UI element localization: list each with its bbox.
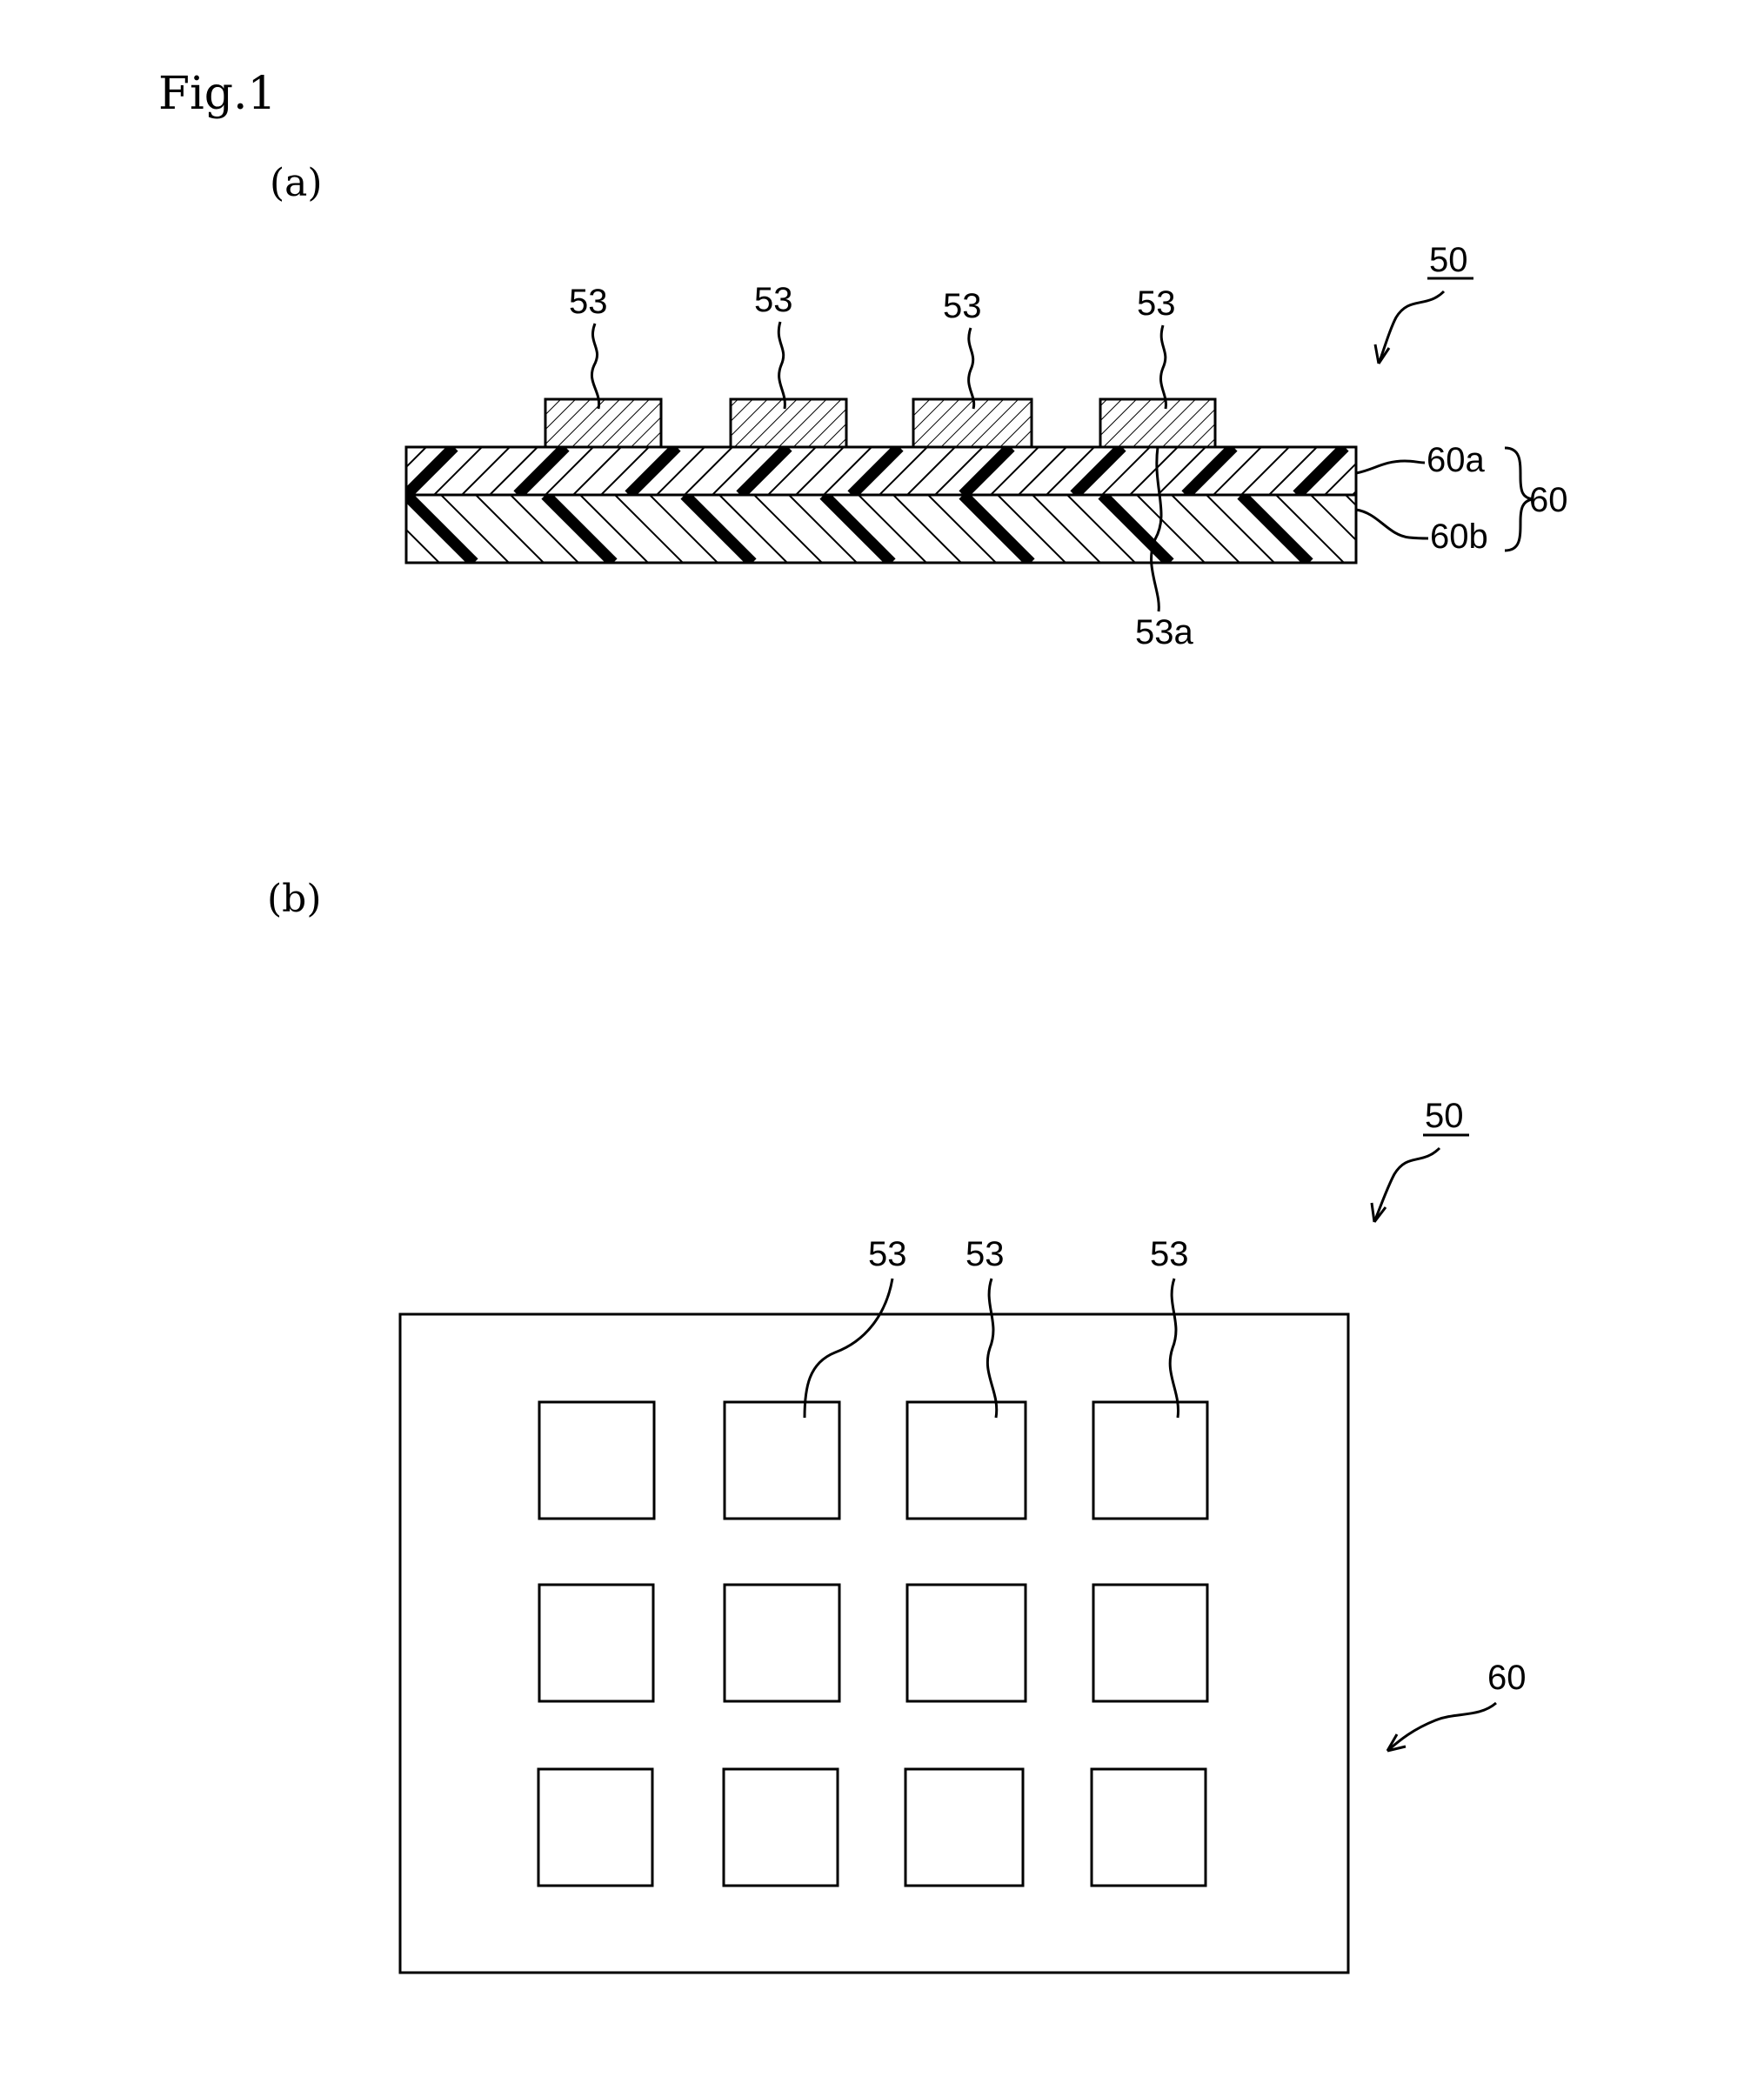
leader-53-a2 — [778, 322, 785, 409]
hatch-band — [545, 495, 613, 563]
hatch-line — [580, 495, 648, 563]
hatch-line — [1067, 495, 1135, 563]
panel-a: (a) 50 53 53 53 — [270, 161, 1568, 651]
hatch-line — [337, 495, 404, 563]
hatch-line — [998, 495, 1066, 563]
element-r1c1 — [539, 1402, 654, 1519]
leader-53-b1 — [805, 1279, 892, 1418]
label-53-a4: 53 — [1137, 284, 1176, 323]
label-53a: 53a — [1135, 613, 1193, 651]
hatch-line — [351, 447, 398, 495]
hatch-line — [859, 495, 926, 563]
label-53-b1: 53 — [868, 1235, 907, 1273]
hatch-line — [719, 495, 787, 563]
element-r3c1 — [538, 1769, 652, 1886]
label-53-b2: 53 — [966, 1235, 1005, 1273]
panel-a-ref-50: 50 — [1429, 241, 1468, 279]
panel-b: (b) 50 53 53 53 — [267, 877, 1527, 1973]
element-r1c2 — [725, 1402, 839, 1519]
label-60b: 60b — [1430, 518, 1488, 556]
hatch-line — [1032, 495, 1100, 563]
labels-53-panel-b: 53 53 53 — [805, 1235, 1189, 1418]
element-r3c2 — [724, 1769, 838, 1886]
hatch-line — [1276, 495, 1344, 563]
panel-a-label: (a) — [270, 161, 323, 205]
element-r1c3 — [907, 1402, 1026, 1519]
ref-60b-arrow — [1387, 1703, 1496, 1751]
elements-53-cross-section — [545, 399, 1215, 447]
panel-b-label: (b) — [267, 877, 322, 921]
hatch-line — [650, 495, 718, 563]
panel-a-assembly-ref: 50 — [1375, 241, 1473, 364]
hatch-band — [963, 495, 1031, 563]
element-53-1 — [545, 399, 661, 447]
panel-b-substrate-ref: 60 — [1387, 1659, 1527, 1751]
hatch-line — [754, 495, 822, 563]
label-53-a2: 53 — [754, 281, 793, 319]
leader-53-a3 — [969, 328, 974, 409]
hatch-line — [789, 495, 857, 563]
leader-60b — [1356, 510, 1428, 538]
leader-53-b3 — [1170, 1279, 1178, 1418]
hatch-band — [685, 495, 752, 563]
element-r2c4 — [1093, 1585, 1207, 1701]
leader-53-b2 — [987, 1279, 996, 1418]
element-r3c3 — [905, 1769, 1023, 1886]
leader-53-a4 — [1160, 325, 1166, 409]
leader-60a — [1356, 461, 1425, 473]
hatch-line — [615, 495, 683, 563]
element-53-4 — [1100, 399, 1215, 447]
panel-b-assembly-ref: 50 — [1372, 1097, 1469, 1222]
hatch-line — [893, 495, 961, 563]
hatch-line — [441, 495, 509, 563]
element-grid — [538, 1402, 1207, 1886]
hatch-line — [928, 495, 996, 563]
hatch-line — [1137, 495, 1205, 563]
layer-60b — [337, 495, 1553, 563]
hatch-line — [511, 495, 578, 563]
element-53-2 — [731, 399, 846, 447]
label-60-b: 60 — [1487, 1659, 1527, 1697]
layer-60a — [351, 447, 1484, 495]
figure-title: Fig.1 — [158, 68, 277, 120]
label-60a: 60a — [1427, 441, 1485, 479]
element-r2c1 — [539, 1585, 653, 1701]
hatch-band — [824, 495, 892, 563]
label-53-a1: 53 — [569, 283, 608, 321]
hatch-line — [1380, 447, 1428, 495]
hatch-line — [476, 495, 544, 563]
label-53-b3: 53 — [1150, 1235, 1189, 1273]
element-r2c2 — [725, 1585, 839, 1701]
leader-53-a1 — [591, 324, 598, 409]
ref-50-arrow — [1379, 291, 1444, 364]
element-r3c4 — [1092, 1769, 1206, 1886]
hatch-line — [1172, 495, 1239, 563]
hatch-line — [1311, 495, 1379, 563]
element-r1c4 — [1093, 1402, 1207, 1519]
hatch-band — [406, 495, 474, 563]
hatch-band — [1241, 495, 1309, 563]
label-53-a3: 53 — [943, 287, 982, 325]
label-60-a: 60 — [1529, 481, 1568, 519]
element-r2c3 — [907, 1585, 1026, 1701]
hatch-line — [1206, 495, 1274, 563]
labels-53-panel-a: 53 53 53 53 — [569, 281, 1176, 409]
panel-b-ref-50: 50 — [1425, 1097, 1464, 1135]
